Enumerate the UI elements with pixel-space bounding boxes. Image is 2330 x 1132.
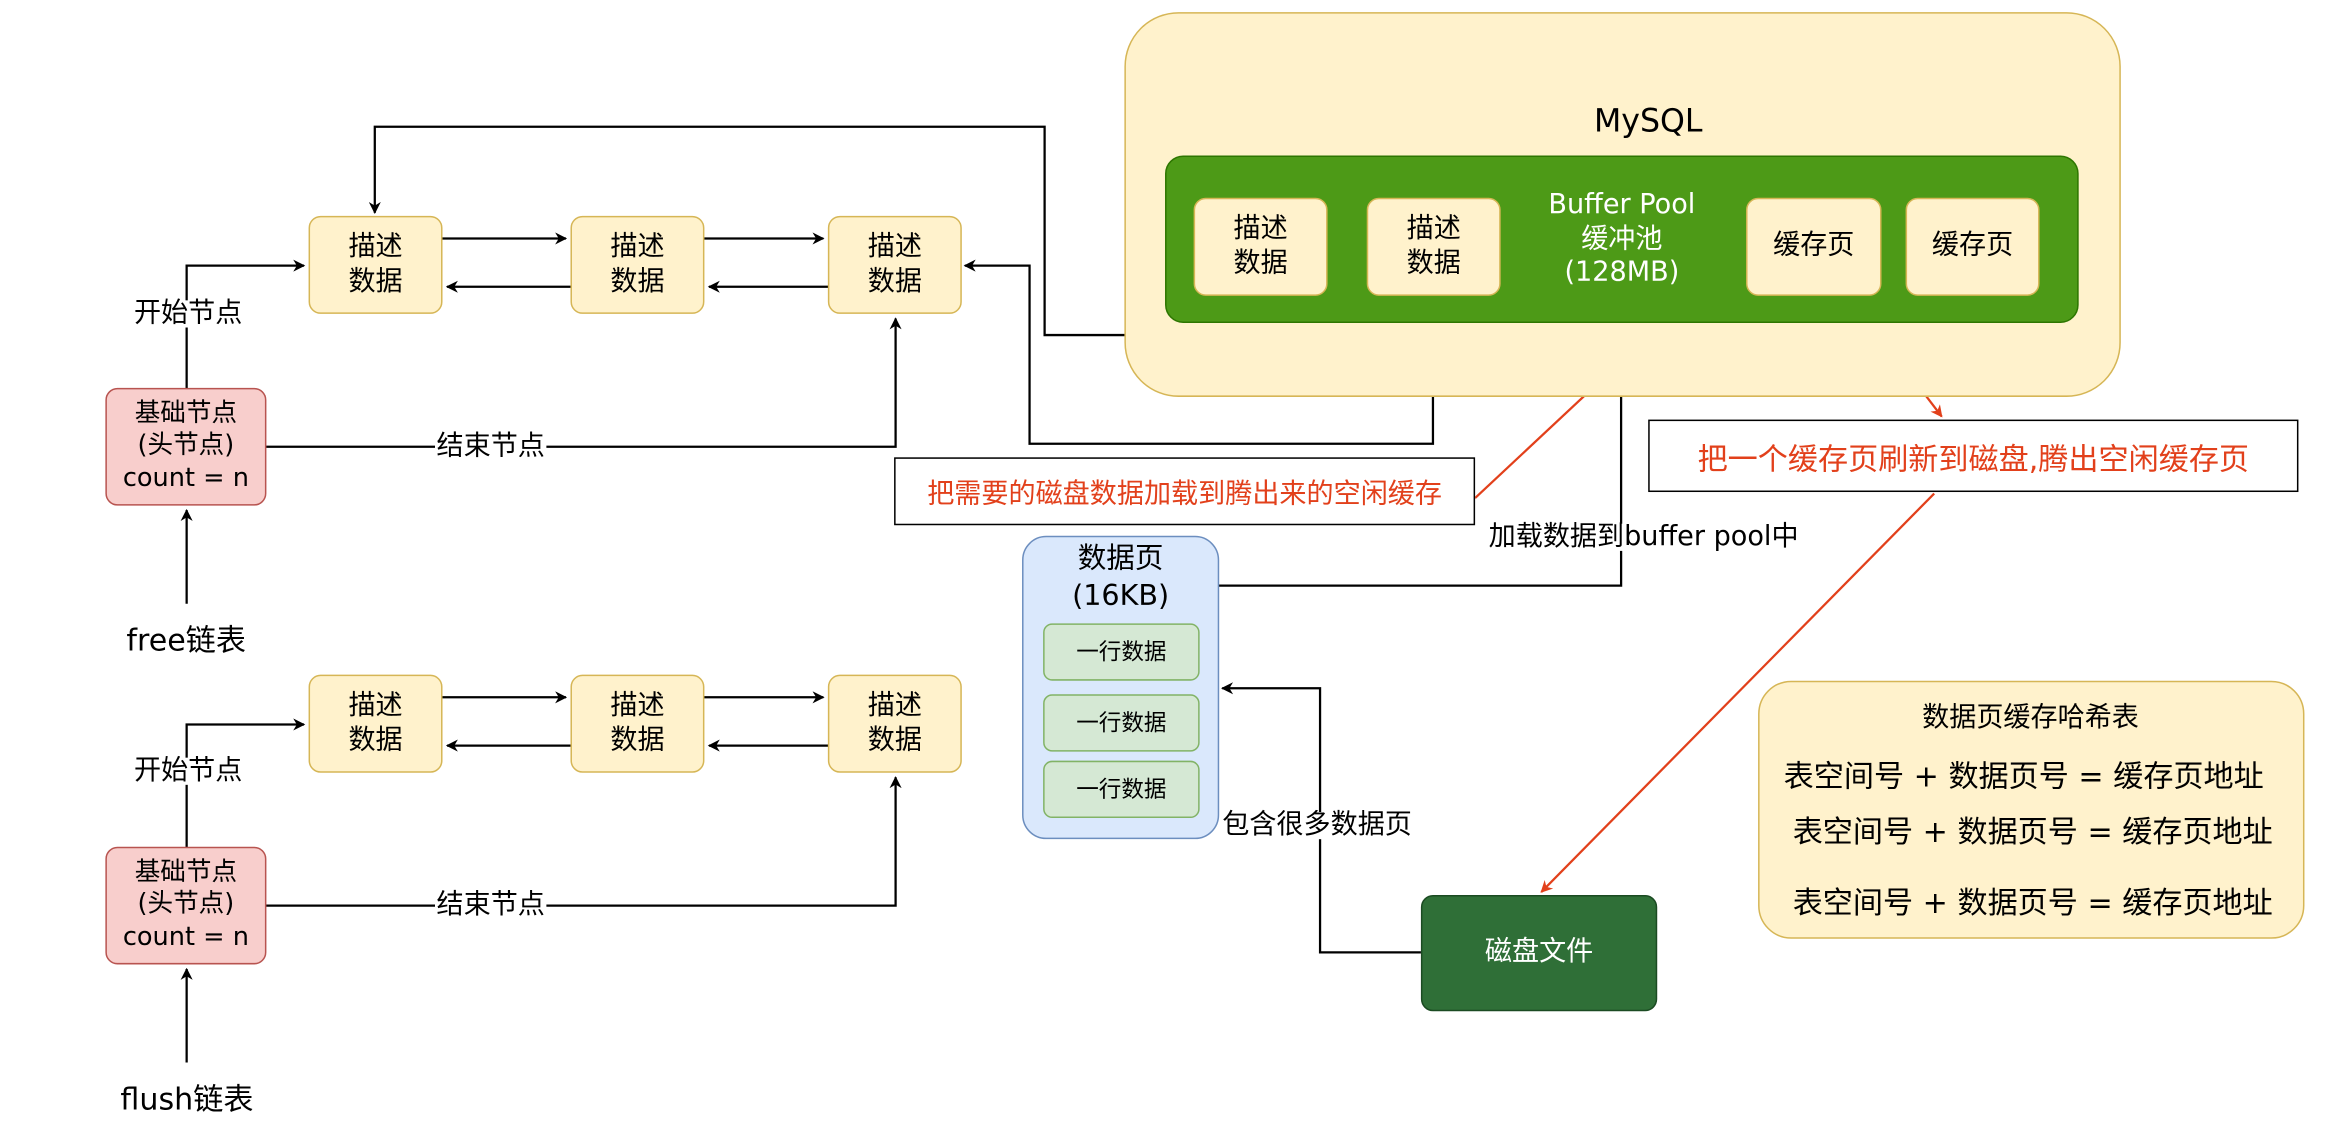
cache-page-1: 缓存页 — [1746, 197, 1882, 296]
free-descriptor-3: 描述 数据 — [827, 215, 962, 314]
free-descriptor-1: 描述 数据 — [308, 215, 443, 314]
edge-flush-end — [264, 776, 902, 907]
data-row-3: 一行数据 — [1043, 760, 1200, 819]
free-descriptor-2: 描述 数据 — [570, 215, 705, 314]
free-base-node: 基础节点 (头节点) count = n — [105, 387, 267, 506]
free-end-label: 结束节点 — [435, 430, 547, 462]
data-row-2: 一行数据 — [1043, 694, 1200, 752]
flush-list-label: flush链表 — [120, 1080, 254, 1117]
disk-file: 磁盘文件 — [1420, 895, 1658, 1012]
edge-free-end — [264, 317, 902, 448]
flush-descriptor-2: 描述 数据 — [570, 674, 705, 773]
flush-start-label: 开始节点 — [132, 754, 244, 787]
flush-note: 把一个缓存页刷新到磁盘,腾出空闲缓存页 — [1648, 419, 2299, 493]
cache-page-2: 缓存页 — [1905, 197, 2040, 296]
load-disk-note: 把需要的磁盘数据加载到腾出来的空闲缓存 — [894, 457, 1476, 526]
load-to-pool-label: 加载数据到buffer pool中 — [1487, 520, 1801, 553]
edge-page-to-pool — [1199, 326, 1628, 587]
flush-end-label: 结束节点 — [435, 888, 547, 921]
flush-base-node: 基础节点 (头节点) count = n — [105, 846, 267, 965]
hash-table-row: 表空间号 + 数据页号 = 缓存页地址 — [1792, 884, 2273, 921]
edge-flush-start — [185, 718, 306, 849]
flush-descriptor-1: 描述 数据 — [308, 674, 443, 773]
data-page-label: 数据页 (16KB) — [1072, 541, 1170, 613]
hash-table-title: 数据页缓存哈希表 — [1922, 701, 2139, 734]
mysql-label: MySQL — [1594, 102, 1703, 139]
buffer-pool-label: Buffer Pool 缓冲池 (128MB) — [1548, 189, 1696, 289]
contains-pages-label: 包含很多数据页 — [1220, 808, 1414, 841]
pool-descriptor-1: 描述 数据 — [1193, 197, 1328, 296]
free-list-label: free链表 — [126, 621, 247, 659]
edge-free-start — [185, 259, 306, 390]
edge-flush-to-disk — [1540, 492, 1935, 893]
free-start-label: 开始节点 — [132, 297, 244, 330]
data-row-1: 一行数据 — [1043, 623, 1200, 681]
flush-descriptor-3: 描述 数据 — [827, 674, 962, 773]
pool-descriptor-2: 描述 数据 — [1366, 197, 1501, 296]
page-hash-table — [1758, 680, 2305, 939]
hash-table-row: 表空间号 + 数据页号 = 缓存页地址 — [1783, 757, 2264, 794]
hash-table-row: 表空间号 + 数据页号 = 缓存页地址 — [1792, 813, 2273, 850]
